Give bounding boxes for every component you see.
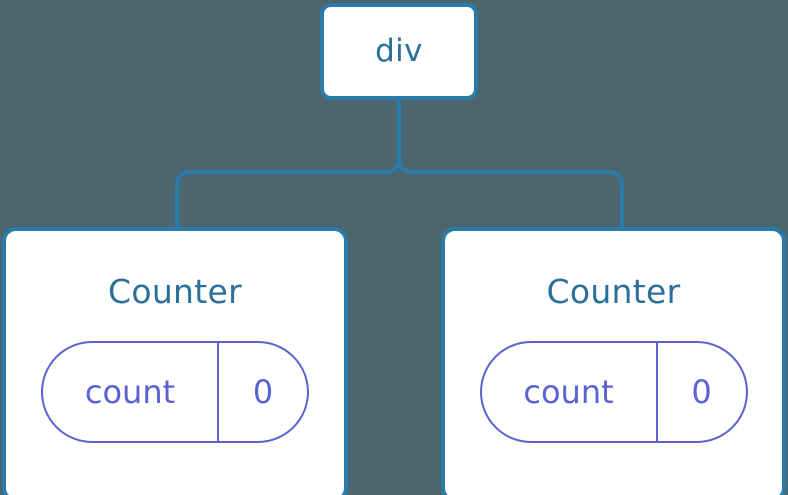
state-value-cell-left: 0 bbox=[219, 343, 307, 441]
state-key-label-right: count bbox=[523, 373, 614, 411]
state-value-label-right: 0 bbox=[691, 373, 712, 411]
node-counter-right[interactable]: Counter count 0 bbox=[441, 227, 786, 495]
node-div-label: div bbox=[375, 33, 423, 69]
state-pill-right[interactable]: count 0 bbox=[479, 341, 748, 443]
state-value-cell-right: 0 bbox=[658, 343, 746, 441]
state-key-cell-right: count bbox=[482, 343, 658, 441]
node-div[interactable]: div bbox=[320, 3, 478, 100]
state-key-cell-left: count bbox=[43, 343, 219, 441]
connector-path-left bbox=[175, 100, 401, 229]
state-pill-left[interactable]: count 0 bbox=[41, 341, 309, 443]
connector-path-right bbox=[397, 100, 624, 229]
state-key-label-left: count bbox=[84, 373, 176, 411]
node-counter-right-title: Counter bbox=[546, 272, 681, 311]
state-value-label-left: 0 bbox=[252, 373, 274, 411]
node-counter-left[interactable]: Counter count 0 bbox=[2, 227, 348, 495]
node-counter-left-title: Counter bbox=[108, 272, 242, 311]
